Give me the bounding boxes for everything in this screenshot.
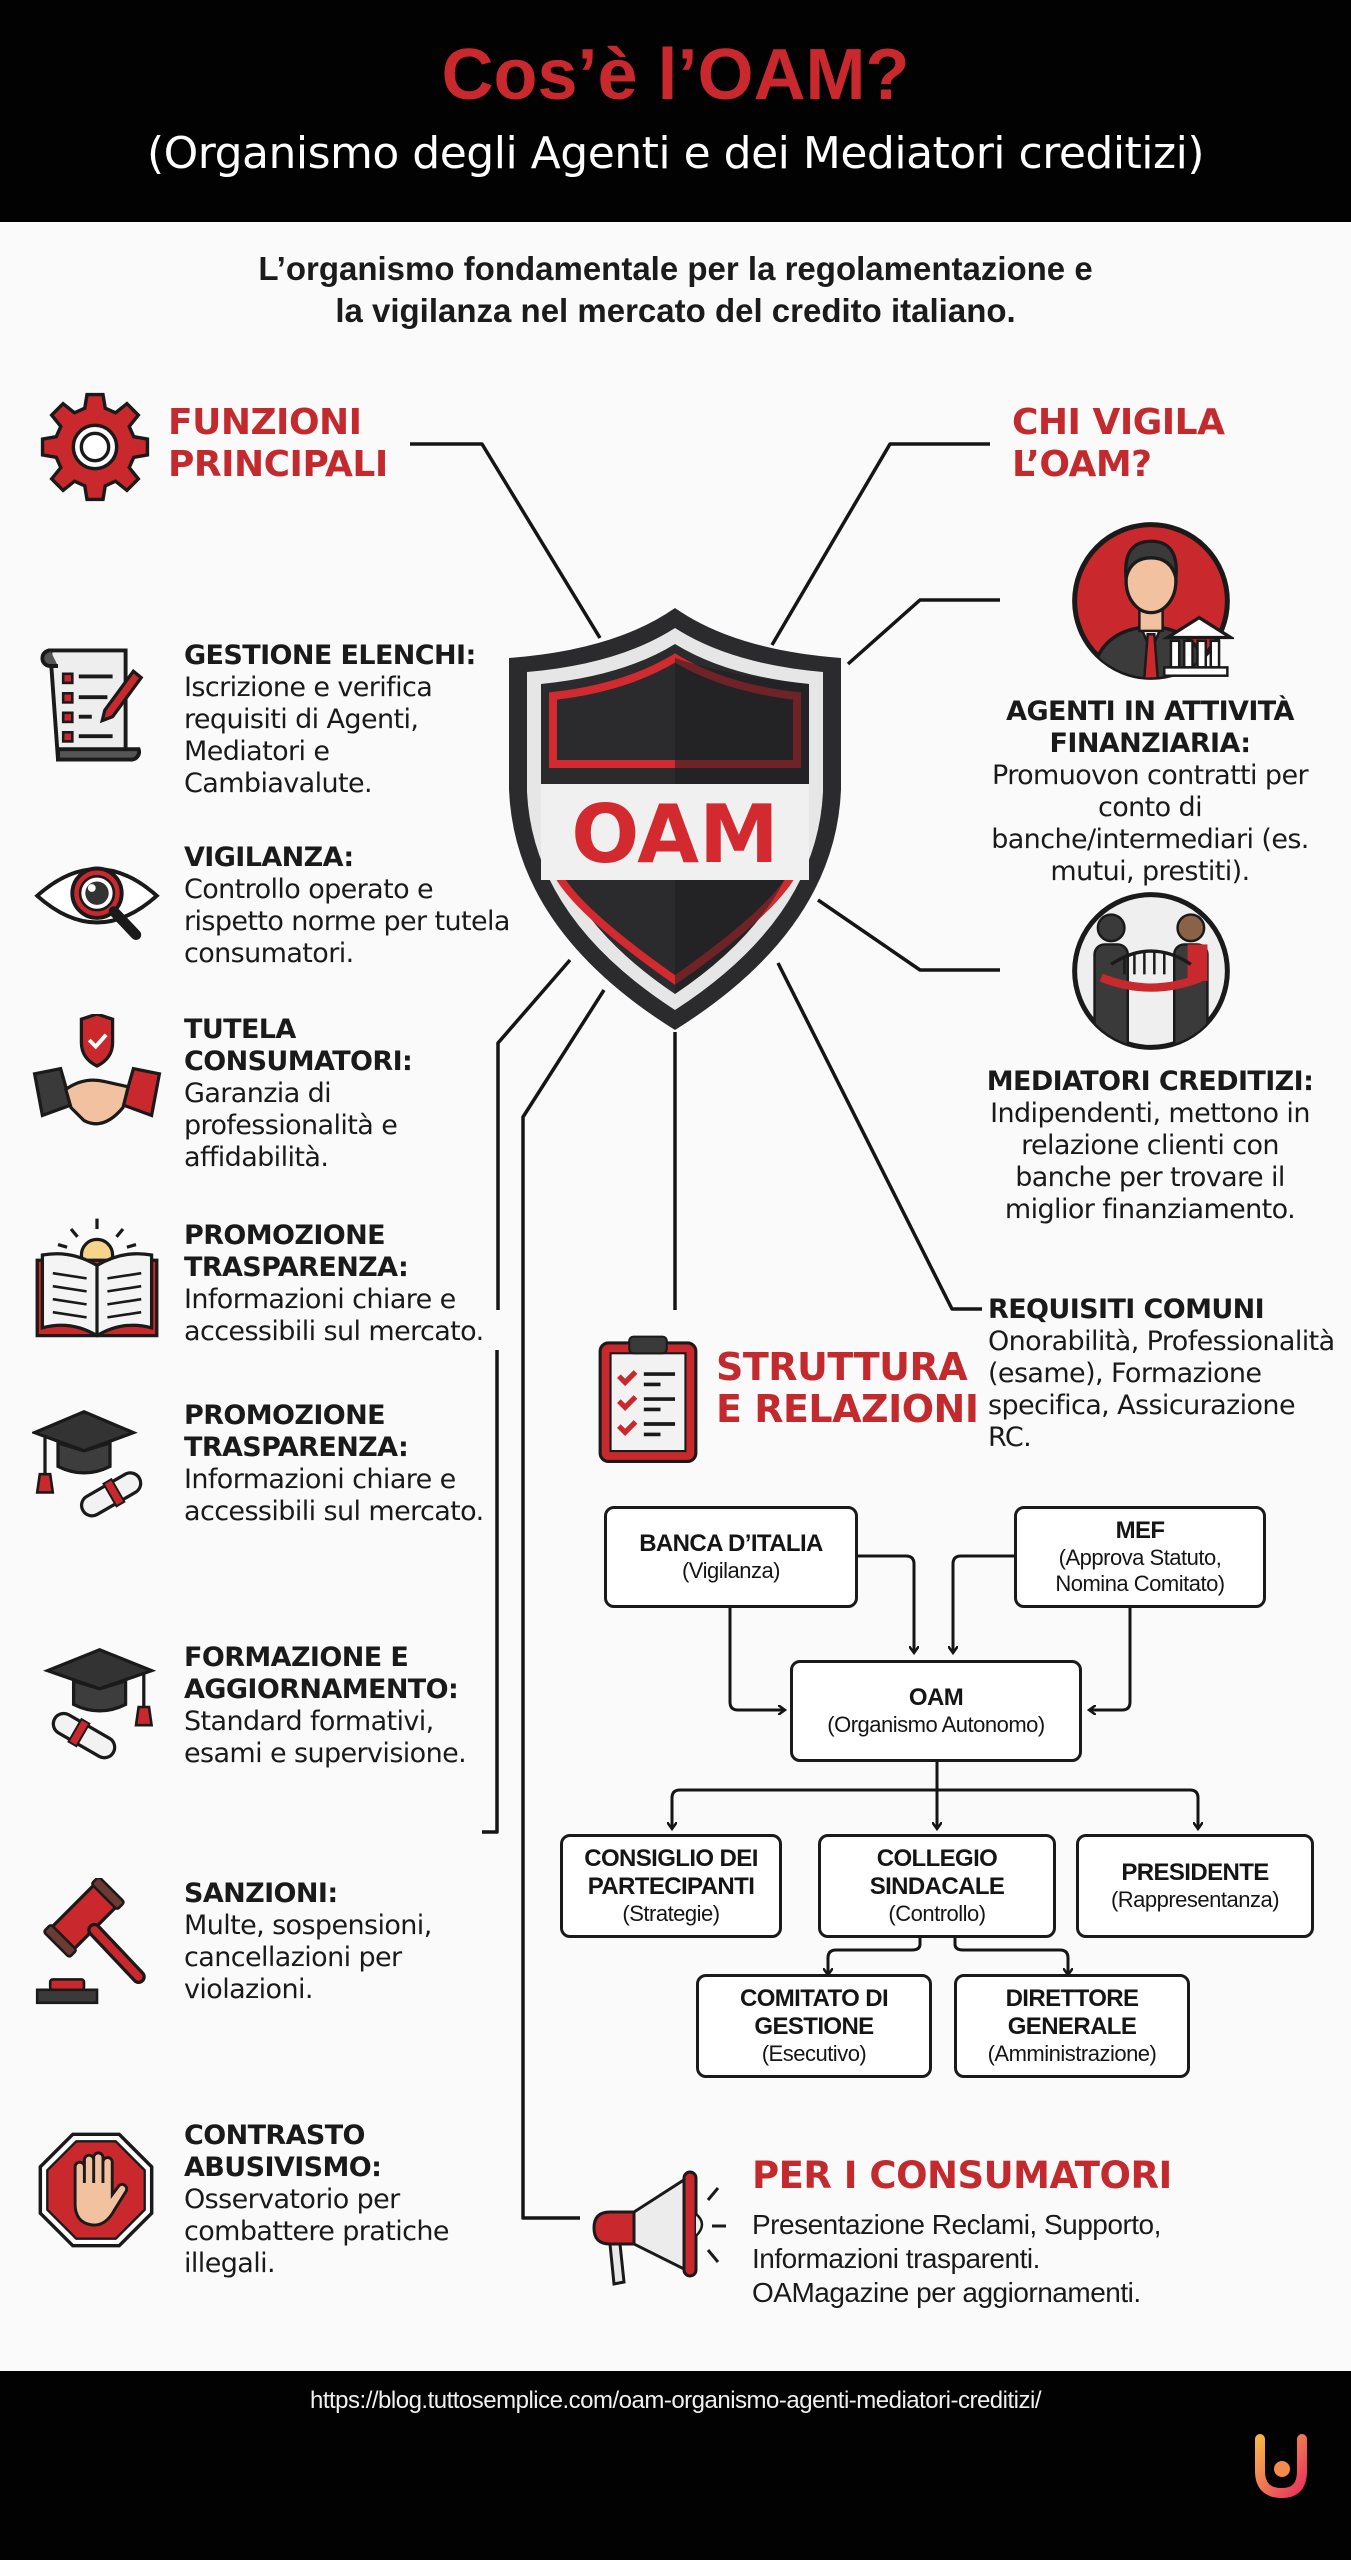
mediatori-description: MEDIATORI CREDITIZI: Indipendenti, metto… (986, 1066, 1314, 1225)
requisiti-comuni: REQUISITI COMUNI Onorabilità, Profession… (988, 1294, 1335, 1453)
header-banner: Cos’è l’OAM? (Organismo degli Agenti e d… (0, 0, 1351, 222)
open-book-icon (35, 1218, 159, 1338)
org-node-oam: OAM (Organismo Autonomo) (790, 1660, 1082, 1762)
function-item-promozione-trasparenza-1: PROMOZIONE TRASPARENZA: Informazioni chi… (0, 1218, 520, 1370)
gear-icon (40, 392, 150, 502)
bridge-people-icon (1072, 892, 1230, 1050)
shield-icon: OAM (509, 608, 841, 1030)
handshake-shield-icon (32, 1014, 162, 1126)
function-item-vigilanza: VIGILANZA: Controllo operato e rispetto … (0, 842, 520, 992)
function-item-sanzioni: SANZIONI: Multe, sospensioni, cancellazi… (0, 1878, 520, 2028)
function-item-contrasto-abusivismo: CONTRASTO ABUSIVISMO: Osservatorio per c… (0, 2120, 520, 2279)
function-item-formazione: FORMAZIONE E AGGIORNAMENTO: Standard for… (0, 1642, 520, 1792)
org-node-collegio: COLLEGIO SINDACALE (Controllo) (818, 1834, 1056, 1938)
struttura-title: STRUTTURA E RELAZIONI (716, 1345, 979, 1431)
page-subtitle: (Organismo degli Agenti e dei Mediatori … (146, 128, 1205, 179)
consumatori-text: Presentazione Reclami, Supporto, Informa… (752, 2209, 1161, 2308)
funzioni-header: FUNZIONI PRINCIPALI (36, 390, 416, 510)
source-url-link[interactable]: https://blog.tuttosemplice.com/oam-organ… (310, 2387, 1041, 2414)
function-item-promozione-trasparenza-2: PROMOZIONE TRASPARENZA: Informazioni chi… (0, 1400, 520, 1550)
org-node-comitato: COMITATO DI GESTIONE (Esecutivo) (696, 1974, 932, 2078)
megaphone-icon (592, 2170, 726, 2286)
tuttosemplice-logo-icon (1255, 2434, 1307, 2499)
clipboard-checklist-icon (598, 1335, 698, 1463)
eye-magnifier-icon (34, 866, 160, 940)
page-title: Cos’è l’OAM? (441, 35, 910, 115)
agenti-description: AGENTI IN ATTIVITÀ FINANZIARIA: Promuovo… (991, 696, 1309, 887)
function-item-gestione-elenchi: GESTIONE ELENCHI: Iscrizione e verifica … (0, 640, 520, 799)
footer: https://blog.tuttosemplice.com/oam-organ… (0, 2371, 1351, 2560)
graduation-cap-diploma-icon (42, 1648, 157, 1760)
agent-bank-icon (1072, 522, 1234, 680)
checklist-document-icon (40, 648, 144, 762)
stop-hand-icon (38, 2132, 154, 2248)
consumatori-title: PER I CONSUMATORI (752, 2154, 1172, 2197)
org-node-banca-italia: BANCA D’ITALIA (Vigilanza) (604, 1506, 858, 1608)
chi-vigila-title: CHI VIGILA L’OAM? (1012, 402, 1225, 485)
gavel-icon (35, 1878, 146, 2005)
function-item-tutela-consumatori: TUTELA CONSUMATORI: Garanzia di professi… (0, 1014, 520, 1173)
org-node-presidente: PRESIDENTE (Rappresentanza) (1076, 1834, 1314, 1938)
org-node-mef: MEF (Approva Statuto, Nomina Comitato) (1014, 1506, 1266, 1608)
svg-text:OAM: OAM (571, 788, 778, 881)
intro-text: L’organismo fondamentale per la regolame… (258, 250, 1093, 329)
org-node-consiglio: CONSIGLIO DEI PARTECIPANTI (Strategie) (560, 1834, 782, 1938)
org-node-direttore: DIRETTORE GENERALE (Amministrazione) (954, 1974, 1190, 2078)
graduation-cap-icon (32, 1410, 143, 1518)
